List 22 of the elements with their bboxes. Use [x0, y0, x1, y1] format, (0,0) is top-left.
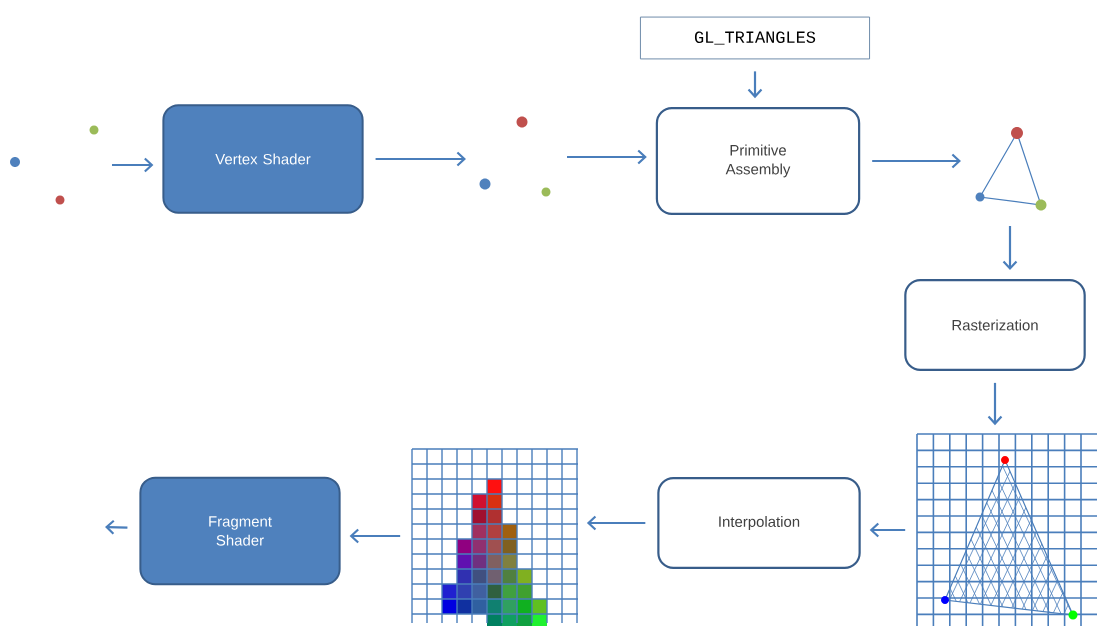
arrow [987, 382, 1003, 426]
vertex-dots-drawing [10, 125, 99, 205]
primitive-type-box: GL_TRIANGLES [639, 16, 871, 60]
arrow [586, 515, 646, 531]
vertex-dots-drawing [479, 116, 551, 197]
arrow [869, 522, 906, 538]
arrow [112, 157, 154, 173]
process-box: Interpolation [657, 477, 861, 569]
arrow [567, 149, 647, 165]
arrow [747, 71, 763, 99]
arrow [872, 153, 961, 169]
process-box: Rasterization [904, 279, 1086, 371]
raster-grid-drawing [916, 433, 1097, 626]
triangle-drawing [975, 127, 1047, 211]
shader-box: Fragment Shader [139, 476, 341, 586]
arrow [349, 528, 401, 544]
arrow [375, 151, 466, 167]
process-box: Primitive Assembly [655, 107, 861, 215]
fragment-grid-drawing [411, 448, 579, 626]
arrow [1002, 226, 1018, 271]
shader-box: Vertex Shader [162, 104, 364, 214]
arrow [105, 519, 128, 535]
